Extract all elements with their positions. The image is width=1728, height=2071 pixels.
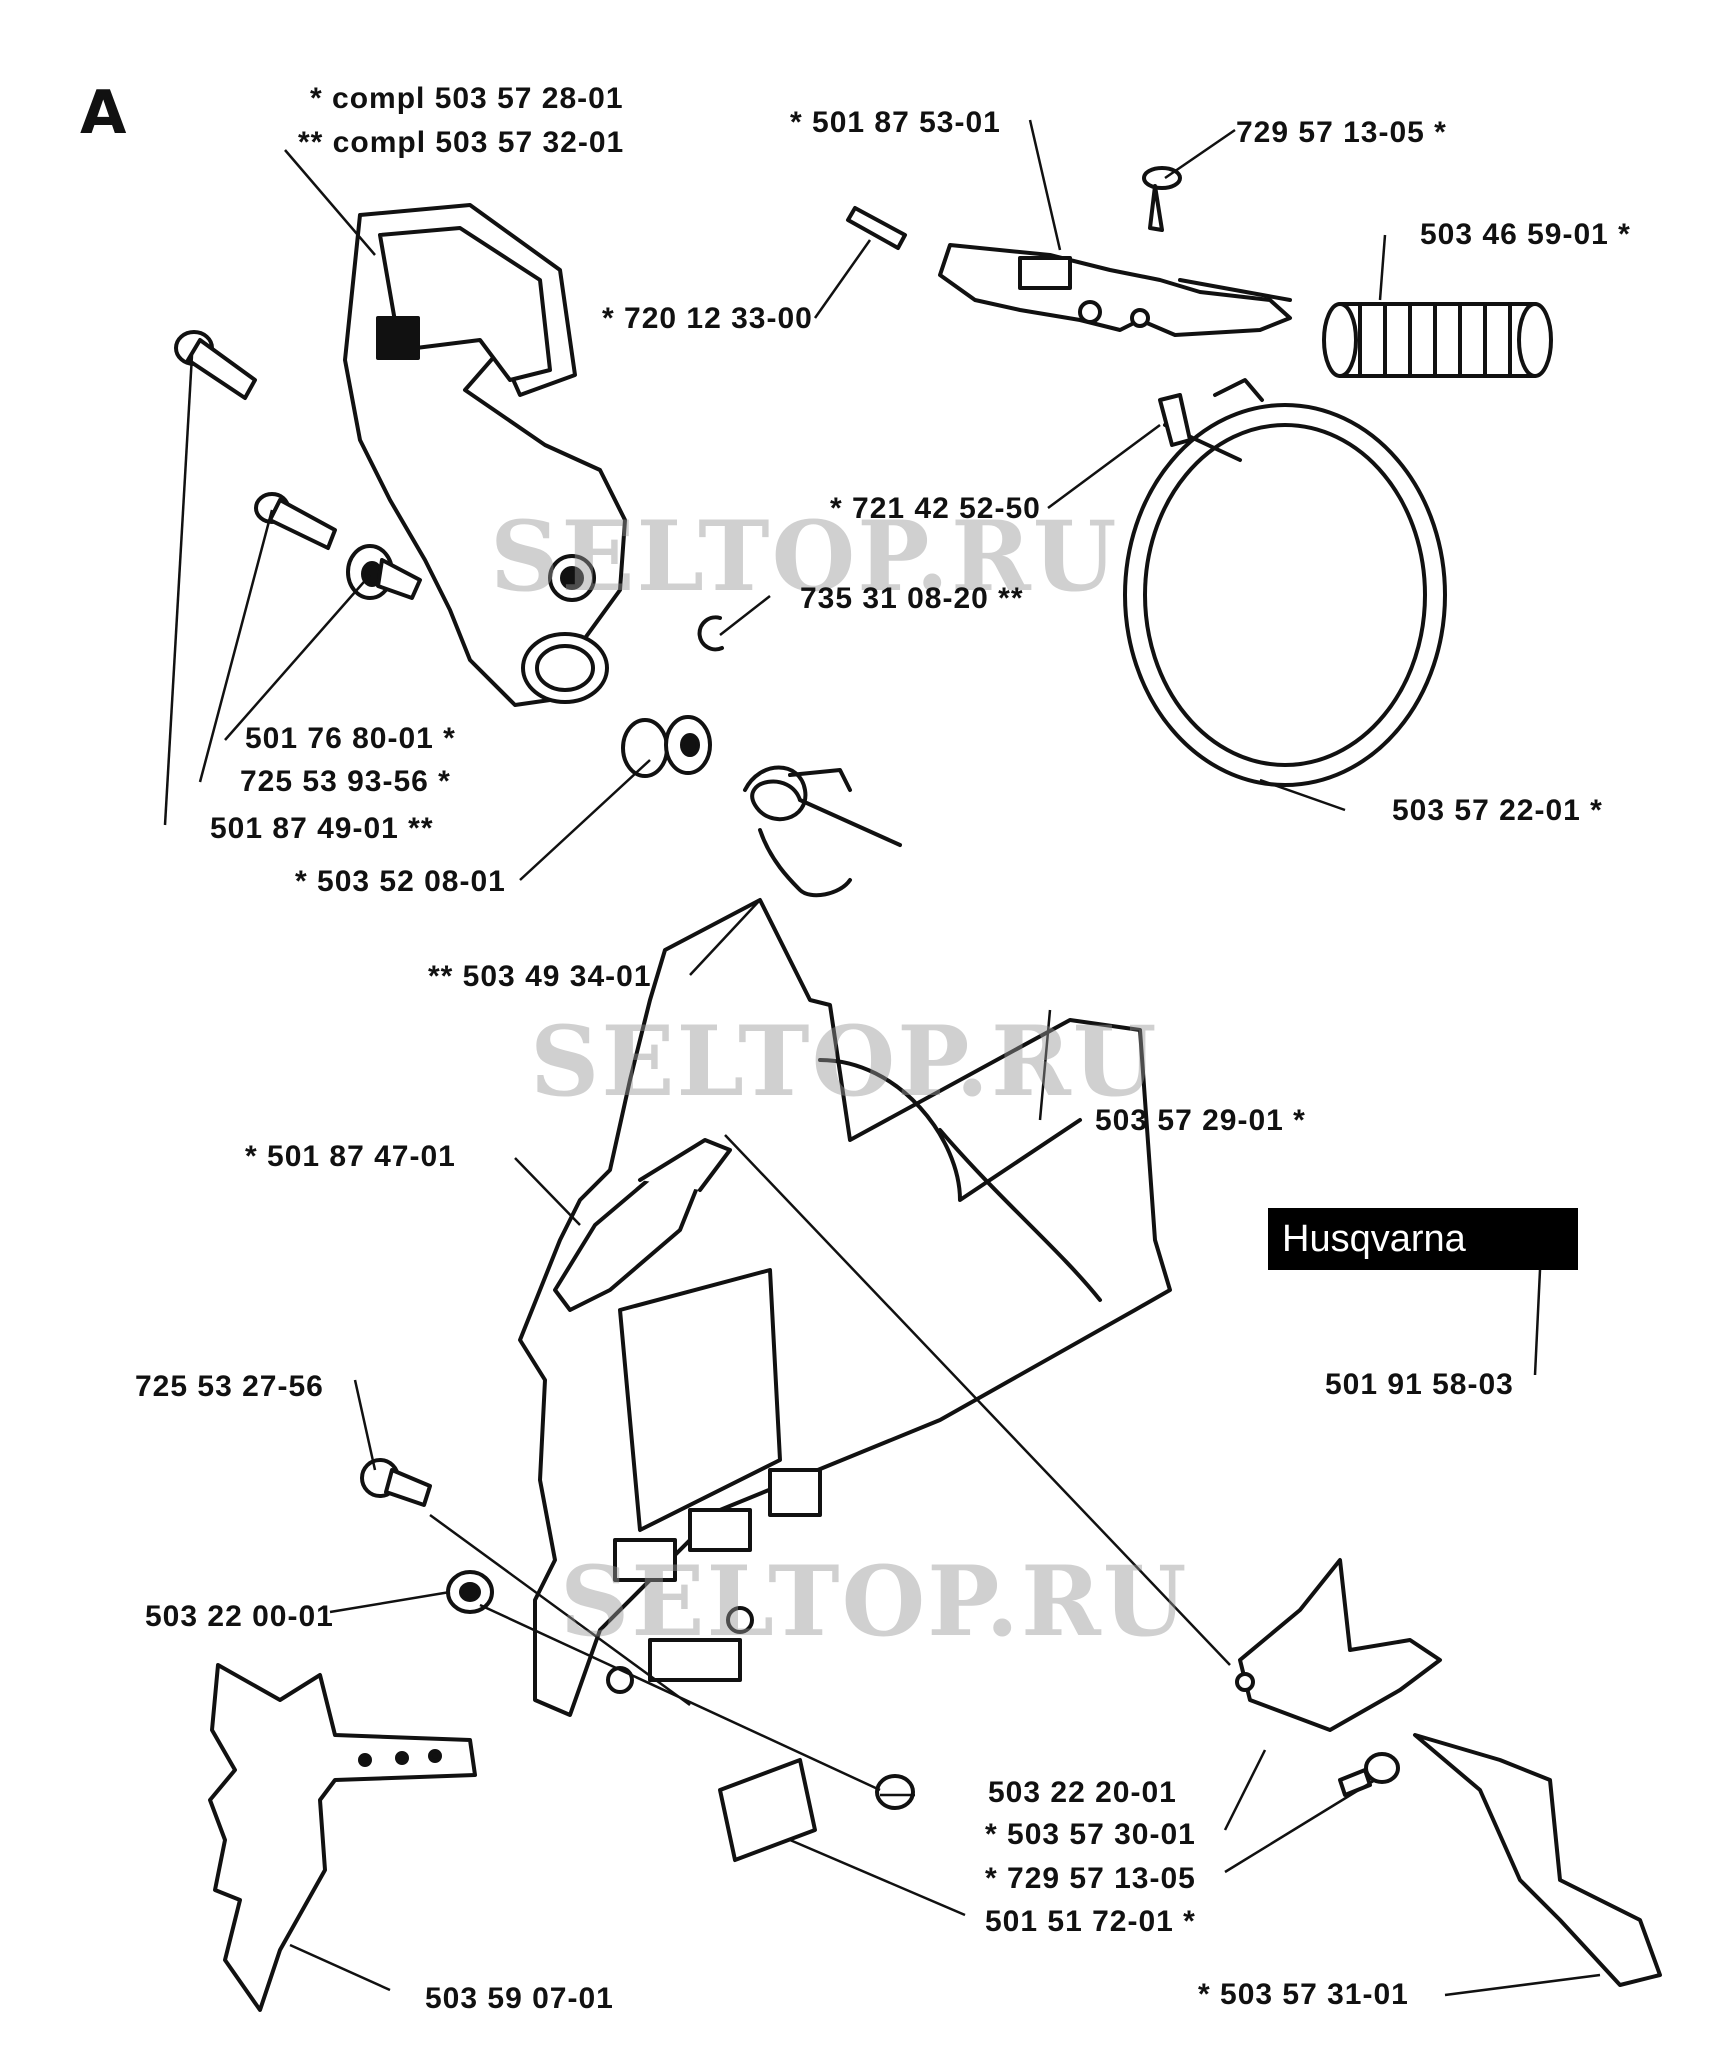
clutch-cover-503-57-29 xyxy=(518,898,1172,1717)
husqvarna-brand-plate: Husqvarna xyxy=(1268,1208,1578,1270)
part-label: 503 59 07-01 xyxy=(425,1982,614,2015)
screw-729-57-13-top xyxy=(1142,166,1182,232)
brake-handle-part xyxy=(343,203,627,707)
watermark: SELTOP.RU xyxy=(490,500,1119,613)
washer-501-76-80 xyxy=(346,544,422,600)
bushing-503-52-08 xyxy=(621,715,712,778)
part-label: * 501 87 47-01 xyxy=(245,1140,456,1173)
part-label: 503 57 22-01 * xyxy=(1392,794,1603,827)
leader-lines xyxy=(163,119,1601,1997)
part-label: 729 57 13-05 * xyxy=(1236,116,1447,149)
part-label: 735 31 08-20 ** xyxy=(800,582,1024,615)
spring-503-49-34 xyxy=(743,765,902,898)
clip-501-87-47 xyxy=(553,1138,732,1312)
part-label: * 503 57 31-01 xyxy=(1198,1978,1409,2011)
part-label: 503 22 00-01 xyxy=(145,1600,334,1633)
part-label: 501 51 72-01 * xyxy=(985,1905,1196,1938)
part-label: 725 53 27-56 xyxy=(135,1370,324,1403)
pad-501-51-72 xyxy=(718,1758,817,1862)
bumper-spike-503-59-07 xyxy=(208,1663,477,2012)
part-label: ** 503 49 34-01 xyxy=(428,960,652,993)
nut-503-22-20 xyxy=(875,1774,915,1810)
part-label: * compl 503 57 28-01 xyxy=(310,82,624,115)
part-label: * 729 57 13-05 xyxy=(985,1862,1196,1895)
screw-729-57-13-bottom xyxy=(1338,1752,1400,1797)
cover-plate-503-57-30 xyxy=(1235,1558,1442,1732)
brake-band-503-57-22 xyxy=(1123,378,1447,787)
section-letter: A xyxy=(80,78,127,148)
part-label: 501 76 80-01 * xyxy=(245,722,456,755)
bolt-501-87-49 xyxy=(174,330,257,400)
pin-721-42-52 xyxy=(1158,393,1192,447)
chain-catcher-503-57-31 xyxy=(1413,1733,1662,1987)
spring-503-46-59 xyxy=(1322,302,1553,378)
part-label: 501 91 58-03 xyxy=(1325,1368,1514,1401)
part-label: 503 57 29-01 * xyxy=(1095,1104,1306,1137)
part-label: * 503 57 30-01 xyxy=(985,1818,1196,1851)
part-label: ** compl 503 57 32-01 xyxy=(298,126,625,159)
screw-725-53-27 xyxy=(360,1458,432,1507)
part-label: 503 46 59-01 * xyxy=(1420,218,1631,251)
screw-725-53-93 xyxy=(254,492,337,550)
nut-503-22-00 xyxy=(446,1570,494,1614)
watermark: SELTOP.RU xyxy=(560,1545,1189,1658)
circlip-735-31-08 xyxy=(697,615,724,652)
part-label: 501 87 49-01 ** xyxy=(210,812,434,845)
pin-720-12-33 xyxy=(846,206,907,250)
part-label: * 501 87 53-01 xyxy=(790,106,1001,139)
part-label: * 720 12 33-00 xyxy=(602,302,813,335)
part-label: 725 53 93-56 * xyxy=(240,765,451,798)
part-label: 503 22 20-01 xyxy=(988,1776,1177,1809)
part-label: * 721 42 52-50 xyxy=(830,492,1041,525)
brake-lever-mechanism xyxy=(938,243,1292,337)
part-label: * 503 52 08-01 xyxy=(295,865,506,898)
watermark: SELTOP.RU xyxy=(530,1005,1159,1118)
